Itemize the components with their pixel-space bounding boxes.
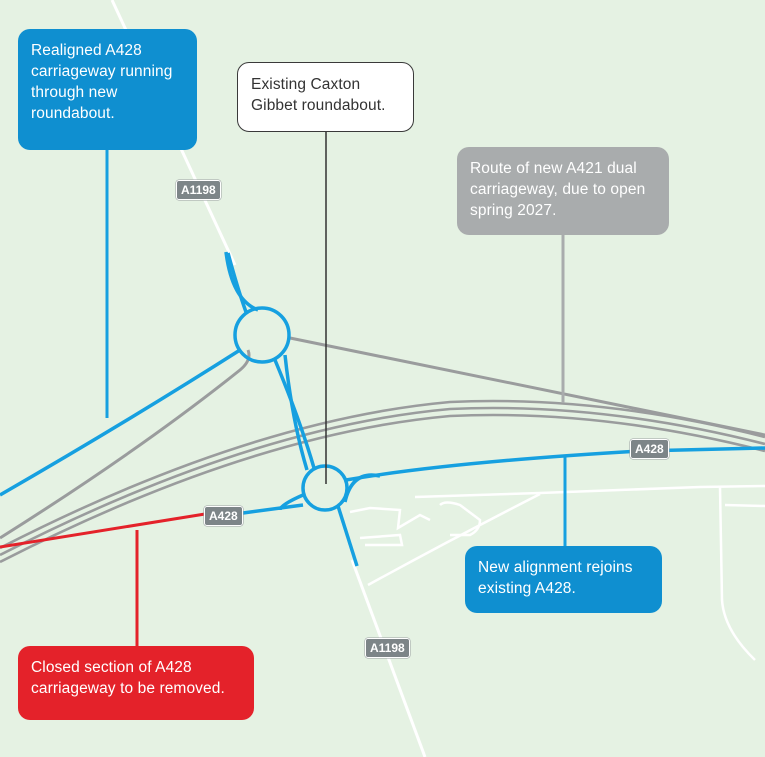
- new-roads: [0, 251, 765, 567]
- callout-a421-route: Route of new A421 dual carriageway, due …: [457, 147, 669, 235]
- callout-leaders: [105, 130, 567, 548]
- a428-shield-east: A428: [630, 439, 669, 459]
- a1198-road-south: [350, 559, 427, 757]
- callout-realigned-a428: Realigned A428 carriageway running throu…: [18, 29, 197, 150]
- a428-shield-west: A428: [204, 506, 243, 526]
- caxton-gibbet-roundabout: [301, 464, 349, 512]
- a1198-shield-south: A1198: [365, 638, 410, 658]
- callout-new-alignment-rejoins: New alignment rejoins existing A428.: [465, 546, 662, 613]
- a1198-shield-north: A1198: [176, 180, 221, 200]
- minor-roads: [349, 484, 765, 661]
- closed-section: [0, 512, 206, 648]
- callout-existing-roundabout: Existing Caxton Gibbet roundabout.: [237, 62, 414, 132]
- new-roundabout: [233, 306, 291, 364]
- existing-dual-carriageway: [0, 399, 765, 564]
- callout-closed-section: Closed section of A428 carriageway to be…: [18, 646, 254, 720]
